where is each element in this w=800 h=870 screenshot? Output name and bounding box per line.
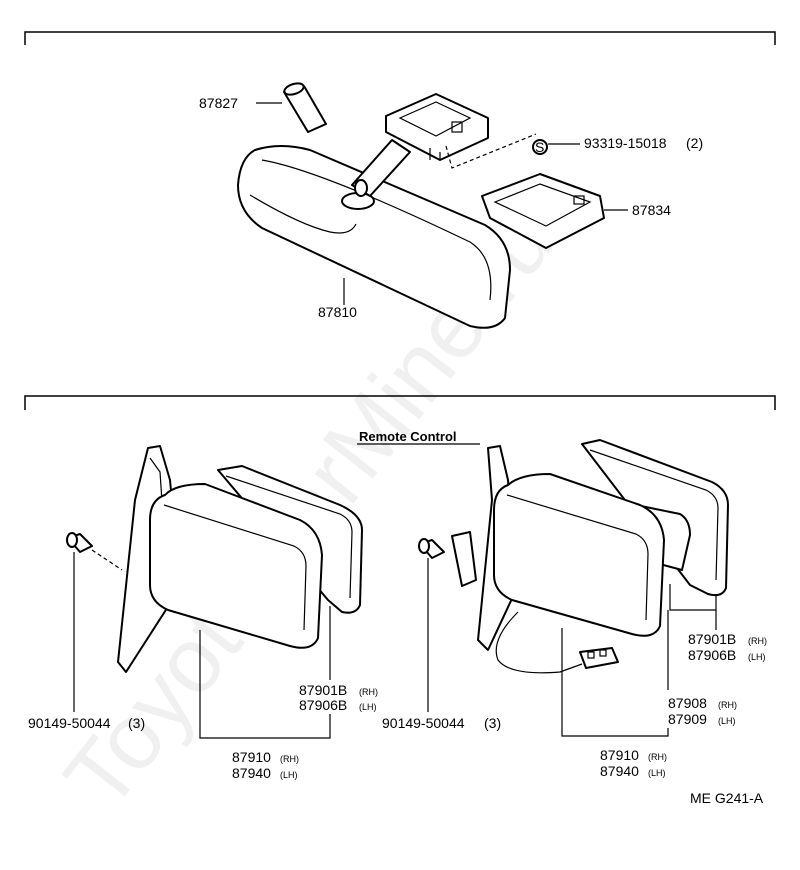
part-number-93319: 93319-15018 bbox=[584, 135, 667, 151]
section-frame-upper bbox=[24, 31, 776, 45]
screw-left bbox=[66, 532, 93, 553]
mirror-mount-bracket bbox=[385, 93, 489, 161]
bracket-mirror-left bbox=[199, 630, 331, 739]
part-number-87901b-right: 87901B bbox=[688, 631, 736, 647]
part-number-87906b-left: 87906B bbox=[299, 697, 347, 713]
part-qty-90149-right: (3) bbox=[484, 715, 501, 731]
side-lh-87906b-right: (LH) bbox=[748, 652, 766, 662]
section-frame-lower bbox=[24, 395, 776, 410]
part-number-87834: 87834 bbox=[632, 202, 671, 218]
rear-view-mirror-body bbox=[237, 145, 511, 329]
part-number-87910-right: 87910 bbox=[600, 747, 639, 763]
part-number-87827: 87827 bbox=[199, 95, 238, 111]
part-number-87910-left: 87910 bbox=[232, 749, 271, 765]
part-qty-90149-left: (3) bbox=[128, 715, 145, 731]
side-lh-87940-left: (LH) bbox=[280, 770, 298, 780]
part-number-90149-left: 90149-50044 bbox=[28, 715, 111, 731]
figure-code: ME G241-A bbox=[690, 790, 764, 806]
rubber-plug bbox=[283, 82, 327, 133]
part-number-87909-right: 87909 bbox=[668, 711, 707, 727]
door-mirror-right-housing bbox=[493, 473, 665, 637]
screw-right bbox=[418, 538, 445, 559]
part-number-90149-right: 90149-50044 bbox=[382, 715, 465, 731]
side-lh-87906b-left: (LH) bbox=[359, 702, 377, 712]
part-number-87940-right: 87940 bbox=[600, 763, 639, 779]
screw-symbol-letter: S bbox=[535, 139, 544, 155]
side-rh-87901b-right: (RH) bbox=[748, 636, 767, 646]
side-rh-87910-left: (RH) bbox=[280, 754, 299, 764]
bracket-glass-right bbox=[669, 584, 717, 611]
part-number-87940-left: 87940 bbox=[232, 765, 271, 781]
mirror-stay-arm bbox=[351, 139, 411, 197]
side-lh-87909-right: (LH) bbox=[718, 716, 736, 726]
leader-93319-dashed bbox=[445, 133, 537, 169]
side-rh-87901b-left: (RH) bbox=[359, 687, 378, 697]
motor-wire-connector bbox=[495, 611, 619, 674]
bracket-mirror-right bbox=[561, 628, 669, 737]
part-qty-93319: (2) bbox=[686, 135, 703, 151]
mirror-cover bbox=[481, 173, 605, 249]
remote-control-title: Remote Control bbox=[359, 429, 457, 444]
part-number-87901b-left: 87901B bbox=[299, 682, 347, 698]
part-number-87810: 87810 bbox=[318, 304, 357, 320]
leader-screw-left-dashed bbox=[91, 549, 123, 571]
part-number-87908-right: 87908 bbox=[668, 695, 707, 711]
side-lh-87940-right: (LH) bbox=[648, 768, 666, 778]
side-rh-87910-right: (RH) bbox=[648, 752, 667, 762]
side-rh-87908-right: (RH) bbox=[718, 700, 737, 710]
door-mirror-left-housing bbox=[149, 483, 323, 649]
screw-symbol: S bbox=[532, 139, 548, 155]
part-number-87906b-right: 87906B bbox=[688, 647, 736, 663]
